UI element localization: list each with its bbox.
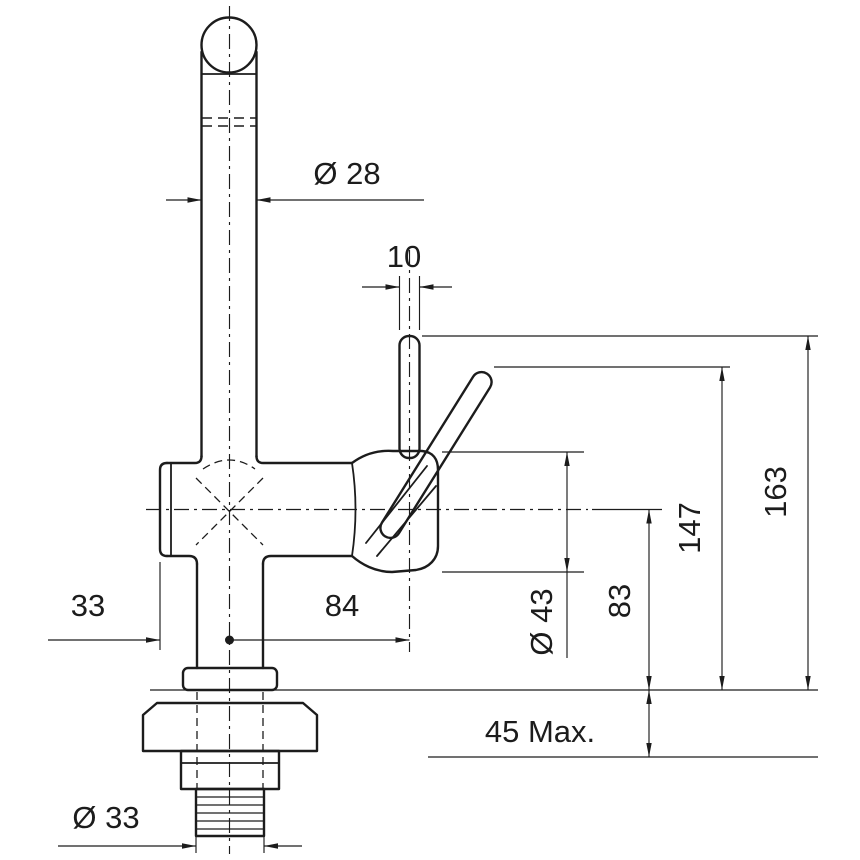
- dim-handle-height: 147: [672, 367, 725, 690]
- dim-handle-width: 10: [362, 239, 452, 330]
- body-bottom-left-edge: [165, 554, 199, 566]
- dim-label-handle-height: 147: [672, 502, 707, 554]
- valve-joint-seam: [351, 462, 357, 557]
- dim-label-max-deck-thickness: 45 Max.: [485, 714, 595, 749]
- body-top-right-edge: [255, 454, 354, 465]
- body-top-left-edge: [165, 454, 203, 465]
- body-left-cap: [158, 461, 169, 558]
- dim-label-spout-diameter: Ø 28: [313, 156, 380, 191]
- dim-label-overall-height: 163: [758, 466, 793, 518]
- dim-label-shank-diameter: Ø 33: [72, 800, 139, 835]
- handle-rod: [398, 334, 421, 460]
- joint-collar-line-1: [365, 465, 428, 544]
- spout-end-cap: [200, 16, 258, 74]
- hidden-junction-arc: [202, 459, 256, 470]
- dim-max-deck-thickness: 45 Max.: [485, 690, 652, 757]
- dim-label-spout-axis-height: 83: [602, 584, 637, 618]
- dim-label-base-left-offset: 33: [71, 588, 105, 623]
- dim-spout-axis-height: 83: [592, 508, 662, 690]
- handle-lever: [379, 370, 493, 540]
- mounting-plate: [141, 701, 319, 753]
- junction-cross-line-2: [195, 477, 264, 546]
- dim-valve-diameter: Ø 43: [442, 451, 584, 658]
- dim-label-handle-offset: 84: [325, 588, 359, 623]
- shank-thread-lines: [196, 796, 264, 830]
- valve-joint-outline: [350, 449, 440, 574]
- centerline-reference-dot: [225, 635, 234, 645]
- mounting-nut: [179, 749, 281, 791]
- dim-shank-diameter: Ø 33: [58, 800, 302, 853]
- body-bottom-right-edge: [261, 554, 354, 566]
- junction-cross-line-1: [195, 477, 264, 546]
- dim-label-handle-width: 10: [387, 239, 421, 274]
- dim-base-offset-and-handle-offset: 33 84: [48, 562, 410, 650]
- dim-spout-diameter: Ø 28: [166, 156, 424, 203]
- dim-label-valve-diameter: Ø 43: [524, 588, 559, 655]
- faucet-outline-drawing: [141, 16, 493, 838]
- dim-overall-height: 163: [758, 336, 811, 690]
